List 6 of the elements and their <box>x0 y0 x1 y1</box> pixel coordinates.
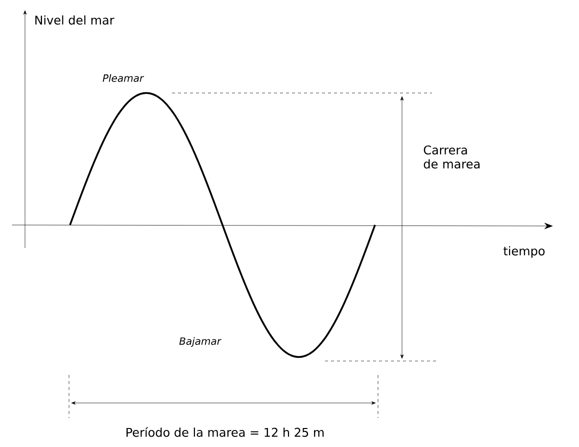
axis-label: tiempo <box>504 246 545 258</box>
peak-label: Pleamar <box>102 74 144 82</box>
axis-label: Nivel del mar <box>35 15 114 25</box>
dimension-label: Período de la marea = 12 h 25 m <box>126 427 324 437</box>
dimension-label: Carrera de marea <box>424 145 480 169</box>
trough-label: Bajamar <box>179 337 222 347</box>
